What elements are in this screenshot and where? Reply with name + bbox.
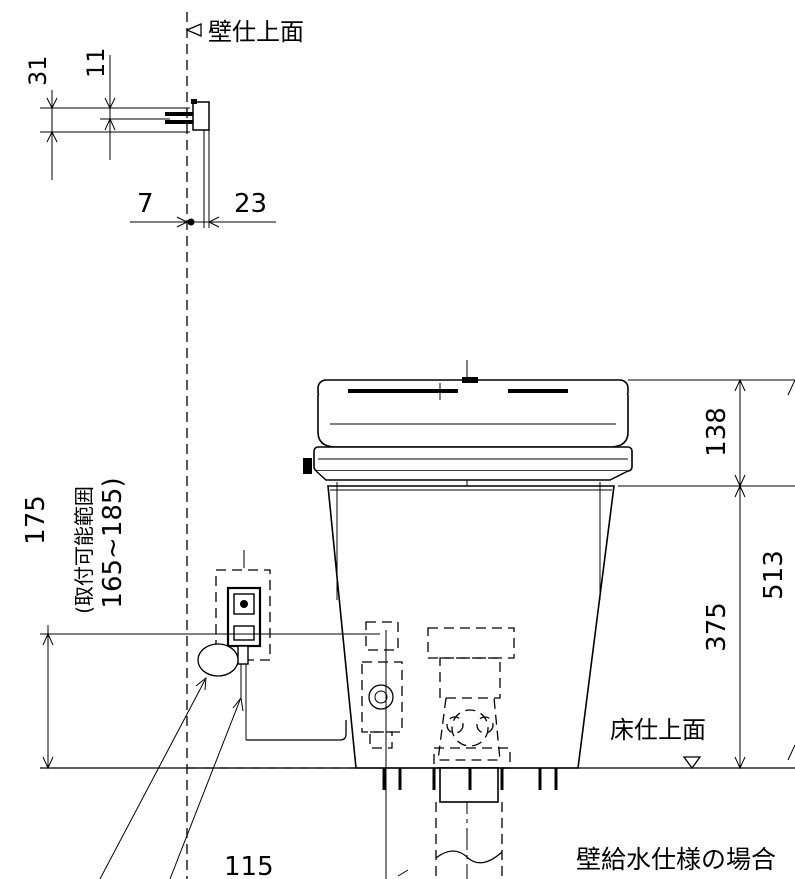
hidden-internal-parts [361,621,558,879]
wall-surface-marker [185,23,202,37]
dim-7: 7 [137,189,154,219]
floor-surface-label: 床仕上面 [610,716,706,744]
toilet-lid [303,377,633,481]
drawing-title: 壁給水仕様の場合 [576,845,776,874]
wall-water-valve [197,550,347,741]
leader-lines [99,676,244,879]
dim-31: 31 [24,55,52,86]
range-values-label: 165~185) [98,477,128,608]
wall-surface-label: 壁仕上面 [208,18,304,46]
dim-375: 375 [702,602,732,652]
dim-138: 138 [702,407,732,457]
dim-11: 11 [82,47,110,78]
dimension-115: 115 [224,630,409,879]
dimension-31-11: 31 11 [24,47,190,180]
dim-175: 175 [21,495,51,545]
floor-surface-marker [682,756,702,770]
dim-23: 23 [234,189,267,219]
dimension-right: 138 513 375 [618,378,795,770]
dim-513: 513 [759,550,789,600]
dim-115: 115 [224,852,274,879]
stop-valve-detail [165,99,210,228]
dimension-7-23: 7 23 [130,189,276,228]
range-note-label: (取付可能範囲 [72,486,96,614]
toilet-bowl [327,482,615,769]
dimension-175: 175 (取付可能範囲 165~185) [21,477,380,770]
